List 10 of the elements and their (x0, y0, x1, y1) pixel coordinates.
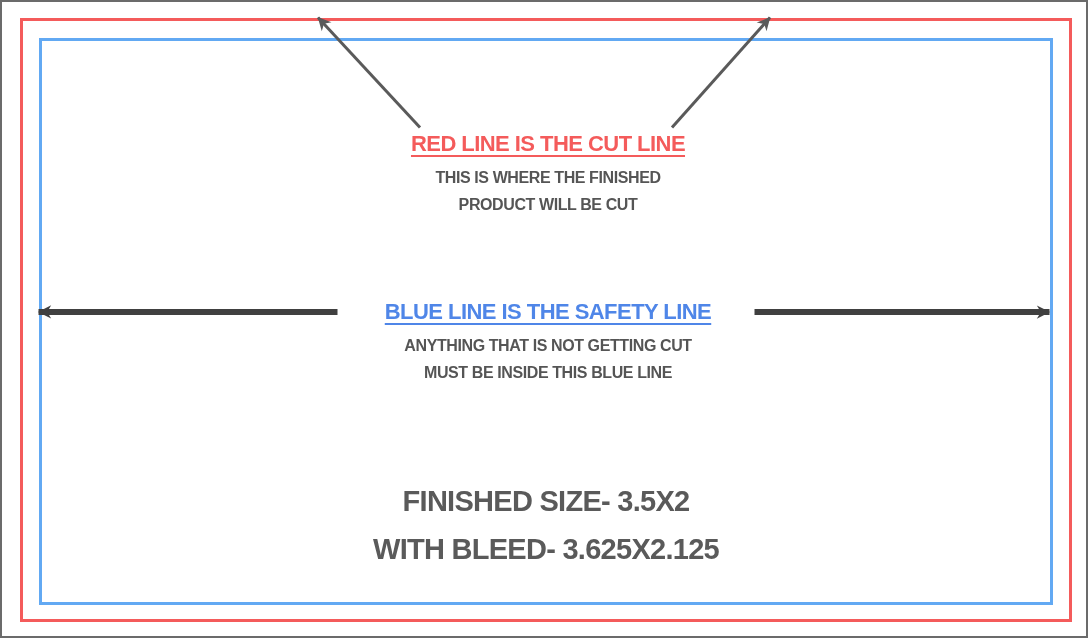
size-note: WITH BLEED- 3.625X2.125 (373, 532, 719, 567)
arrow (37, 305, 338, 319)
size-note: FINISHED SIZE- 3.5X2 (402, 484, 690, 519)
description: ANYTHING THAT IS NOT GETTING CUT MUST BE INSIDE THIS BLUE LINE (403, 336, 693, 383)
description: THIS IS WHERE THE FINISHED PRODUCT WILL BE CUT (434, 168, 662, 215)
heading: BLUE LINE IS THE SAFETY LINE (384, 298, 712, 326)
heading: RED LINE IS THE CUT LINE (410, 130, 685, 158)
arrow (670, 16, 772, 129)
arrow (754, 305, 1051, 319)
arrow (316, 16, 422, 129)
